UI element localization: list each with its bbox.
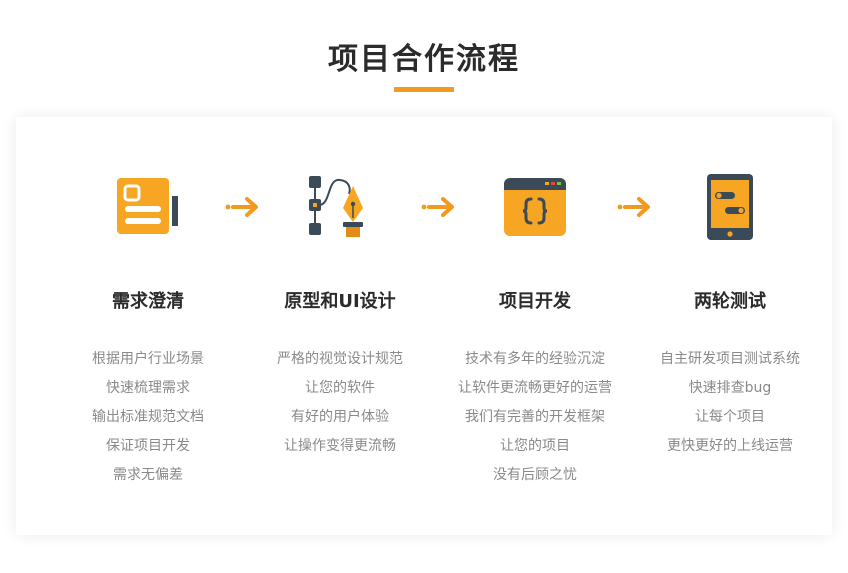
description-line: 保证项目开发: [106, 438, 190, 454]
description-line: 需求无偏差: [113, 467, 183, 483]
description-line: 我们有完善的开发框架: [465, 409, 605, 425]
step-description: 根据用户行业场景 快速梳理需求 输出标准规范文档 保证项目开发 需求无偏差: [50, 345, 246, 490]
description-line: 有好的用户体验: [291, 409, 389, 425]
step-requirements: 需求澄清 根据用户行业场景 快速梳理需求 输出标准规范文档 保证项目开发 需求无…: [50, 117, 246, 535]
description-line: 更快更好的上线运营: [667, 438, 793, 454]
pen-tool-icon: [305, 172, 375, 242]
step-development: 项目开发 技术有多年的经验沉淀 让软件更流畅更好的运营 我们有完善的开发框架 让…: [437, 117, 633, 535]
mobile-test-icon: [695, 172, 765, 242]
code-window-icon: [500, 172, 570, 242]
description-line: 让操作变得更流畅: [284, 438, 396, 454]
arrow-right-icon: [224, 195, 260, 219]
description-line: 技术有多年的经验沉淀: [465, 351, 605, 367]
arrow-right-icon: [420, 195, 456, 219]
process-card: 需求澄清 根据用户行业场景 快速梳理需求 输出标准规范文档 保证项目开发 需求无…: [16, 117, 832, 535]
description-line: 根据用户行业场景: [92, 351, 204, 367]
page-title: 项目合作流程: [328, 42, 520, 77]
description-line: 让每个项目: [695, 409, 765, 425]
description-line: 严格的视觉设计规范: [277, 351, 403, 367]
step-description: 技术有多年的经验沉淀 让软件更流畅更好的运营 我们有完善的开发框架 让您的项目 …: [437, 345, 633, 490]
description-line: 快速梳理需求: [106, 380, 190, 396]
description-line: 输出标准规范文档: [92, 409, 204, 425]
description-line: 自主研发项目测试系统: [660, 351, 800, 367]
step-testing: 两轮测试 自主研发项目测试系统 快速排查bug 让每个项目 更快更好的上线运营: [632, 117, 828, 535]
description-line: 让您的项目: [500, 438, 570, 454]
description-line: 让您的软件: [305, 380, 375, 396]
title-underline: [394, 87, 454, 92]
step-description: 自主研发项目测试系统 快速排查bug 让每个项目 更快更好的上线运营: [632, 345, 828, 461]
description-line: 让软件更流畅更好的运营: [458, 380, 612, 396]
step-description: 严格的视觉设计规范 让您的软件 有好的用户体验 让操作变得更流畅: [242, 345, 438, 461]
document-icon: [113, 172, 183, 242]
step-title: 需求澄清: [112, 291, 184, 312]
step-title: 项目开发: [499, 291, 571, 312]
step-design: 原型和UI设计 严格的视觉设计规范 让您的软件 有好的用户体验 让操作变得更流畅: [242, 117, 438, 535]
description-line: 没有后顾之忧: [493, 467, 577, 483]
arrow-right-icon: [616, 195, 652, 219]
step-title: 原型和UI设计: [284, 291, 396, 312]
step-title: 两轮测试: [694, 291, 766, 312]
description-line: 快速排查bug: [688, 380, 772, 396]
